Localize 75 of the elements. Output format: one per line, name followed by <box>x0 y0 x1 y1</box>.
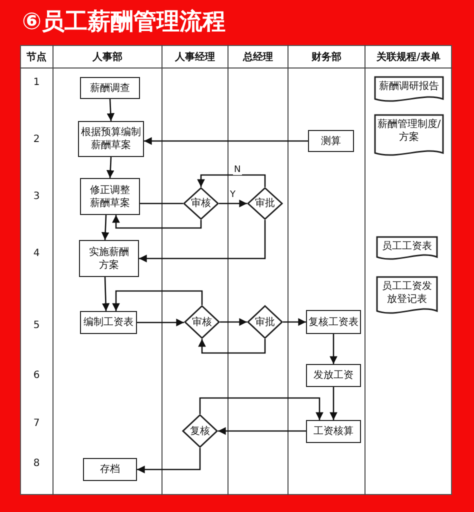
column-header: 关联规程/表单 <box>376 50 442 64</box>
node-label: 测算 <box>321 134 341 148</box>
arrow <box>330 387 338 420</box>
arrow <box>219 200 247 208</box>
arrow <box>198 339 266 354</box>
arrow <box>112 215 202 229</box>
row-number: 5 <box>32 320 41 331</box>
node-label: 薪酬管理制度/方案 <box>377 118 441 144</box>
process-box <box>78 121 144 157</box>
node-label: 修正调整薪酬草案 <box>89 184 131 210</box>
row-number: 8 <box>32 458 41 469</box>
decision-diamond <box>247 187 283 220</box>
connector-line <box>140 202 183 204</box>
decision-diamond <box>183 187 219 220</box>
arrow <box>197 174 266 187</box>
edge-label: N <box>233 165 242 175</box>
arrow <box>283 318 306 326</box>
arrow <box>218 427 306 435</box>
document-shape <box>374 114 444 158</box>
node-label: 薪酬调查 <box>90 82 130 94</box>
row-number: 2 <box>32 134 41 145</box>
decision-diamond <box>184 305 220 339</box>
node-label: 存档 <box>100 463 120 476</box>
arrow <box>220 318 247 326</box>
process-box <box>306 420 361 443</box>
process-box <box>306 364 361 387</box>
column-header: 人事部 <box>91 50 124 64</box>
arrow <box>137 318 184 326</box>
row-number: 7 <box>32 418 41 429</box>
row-number: 6 <box>32 370 41 381</box>
process-box <box>308 130 354 152</box>
arrow <box>102 276 110 312</box>
node-label: 工资核算 <box>314 425 354 438</box>
process-box <box>83 458 137 481</box>
arrow <box>106 98 115 122</box>
row-number: 3 <box>32 191 41 202</box>
arrow <box>112 290 203 311</box>
node-label: 审批 <box>255 316 275 328</box>
node-label: 审核 <box>191 197 211 210</box>
node-label: 员工工资发放登记表 <box>381 280 433 306</box>
node-label: 薪酬调研报告 <box>379 80 439 93</box>
arrow <box>330 334 338 364</box>
node-label: 审批 <box>255 197 275 210</box>
row-number: 1 <box>32 77 41 88</box>
process-box <box>306 310 361 334</box>
arrow <box>106 156 114 178</box>
node-label: 员工工资表 <box>382 240 432 253</box>
process-box <box>79 240 139 277</box>
process-box <box>80 77 140 99</box>
column-header: 总经理 <box>242 50 274 64</box>
arrow <box>144 137 308 145</box>
column-header: 节点 <box>26 50 48 64</box>
node-label: 实施薪酬方案 <box>88 246 130 272</box>
document-shape <box>376 276 438 316</box>
arrow <box>137 448 201 474</box>
node-label: 复核 <box>190 424 210 438</box>
edge-label: Y <box>229 190 236 200</box>
arrow <box>199 397 324 420</box>
process-box <box>80 178 140 215</box>
process-box <box>80 311 137 334</box>
node-label: 发放工资 <box>314 369 354 382</box>
row-number: 4 <box>32 248 41 259</box>
arrow <box>101 214 110 240</box>
node-label: 编制工资表 <box>84 316 134 329</box>
node-label: 审核 <box>192 316 212 328</box>
document-shape <box>374 76 444 104</box>
node-label: 复核工资表 <box>308 316 358 328</box>
arrow <box>139 220 266 262</box>
node-label: 根据预算编制薪酬草案 <box>80 126 142 152</box>
decision-diamond <box>182 414 218 448</box>
column-header: 人事经理 <box>174 50 216 64</box>
title: ⑥员工薪酬管理流程 <box>22 8 226 37</box>
document-shape <box>376 236 438 262</box>
decision-diamond <box>247 305 283 339</box>
column-header: 财务部 <box>310 50 342 64</box>
